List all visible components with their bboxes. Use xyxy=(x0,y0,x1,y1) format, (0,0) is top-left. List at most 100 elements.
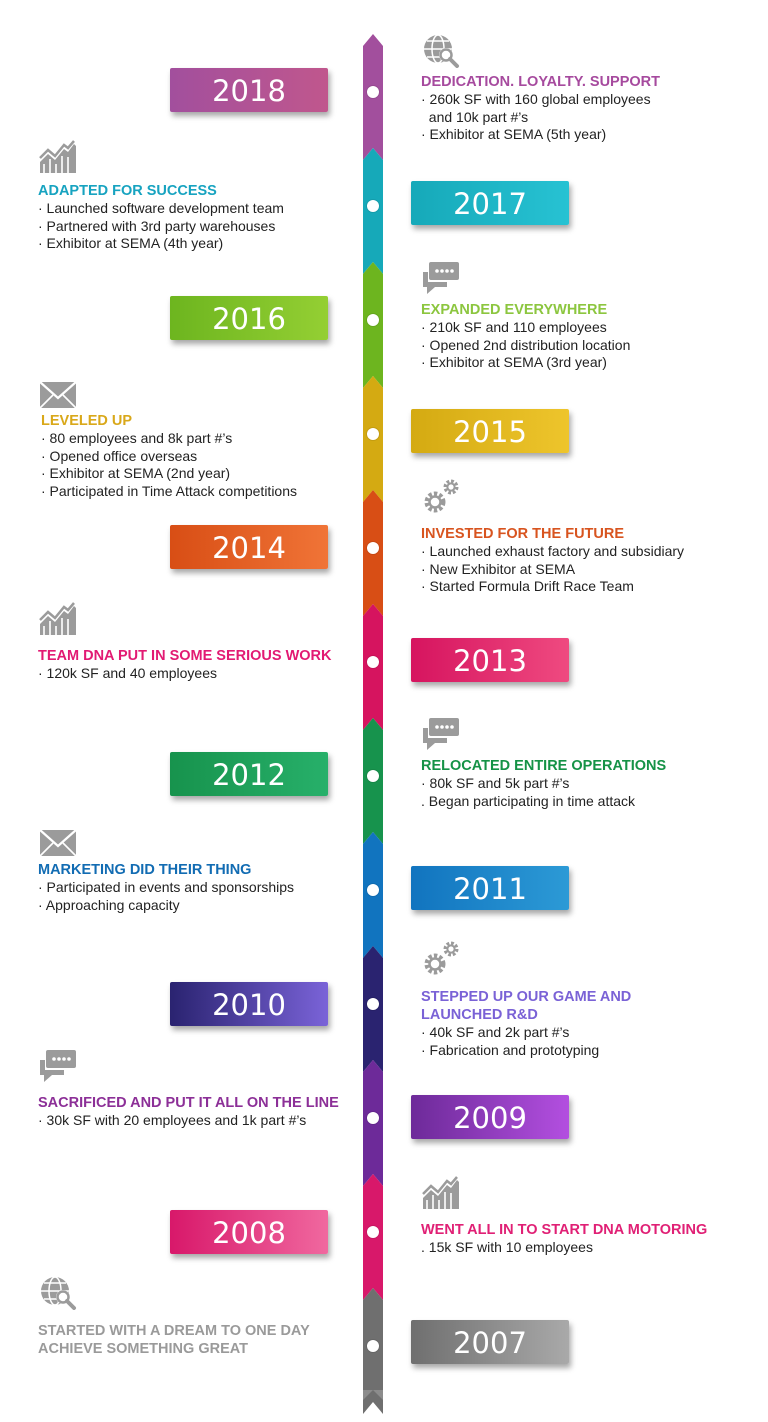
timeline-node-2007 xyxy=(367,1340,379,1352)
timeline-segment-shape xyxy=(363,832,383,958)
milestone-title: DEDICATION. LOYALTY. SUPPORT xyxy=(421,74,661,90)
year-badge-2007: 2007 xyxy=(411,1320,569,1364)
milestone-details: · 120k SF and 40 employees xyxy=(38,665,368,683)
milestone-detail-line: . Began participating in time attack xyxy=(421,792,636,809)
year-badge-2010: 2010 xyxy=(170,982,328,1026)
milestone-entry-2016: EXPANDED EVERYWHERE· 210k SF and 110 emp… xyxy=(421,301,751,372)
milestone-title: MARKETING DID THEIR THING xyxy=(38,862,252,878)
milestone-details: · 40k SF and 2k part #’s· Fabrication an… xyxy=(421,1024,751,1059)
milestone-detail-line: · Opened office overseas xyxy=(41,447,198,464)
year-badge-2014: 2014 xyxy=(170,525,328,569)
milestone-detail-line: · Launched exhaust factory and subsidiar… xyxy=(421,543,685,559)
chat-bubble-icon xyxy=(38,1048,78,1084)
timeline-tail xyxy=(363,1390,383,1422)
milestone-entry-2013: TEAM DNA PUT IN SOME SERIOUS WORK· 120k … xyxy=(38,647,368,683)
milestone-title: LEVELED UP xyxy=(41,413,133,429)
milestone-detail-line: · Partnered with 3rd party warehouses xyxy=(38,217,276,234)
timeline-node-2017 xyxy=(367,200,379,212)
timeline-tail-shape xyxy=(363,1390,383,1400)
milestone-details: . 15k SF with 10 employees xyxy=(421,1239,751,1257)
milestone-detail-line: · Fabrication and prototyping xyxy=(421,1041,600,1058)
timeline-node-2015 xyxy=(367,428,379,440)
year-badge-2016: 2016 xyxy=(170,296,328,340)
milestone-entry-2012: RELOCATED ENTIRE OPERATIONS· 80k SF and … xyxy=(421,757,751,810)
timeline-segment-shape xyxy=(363,718,383,844)
milestone-detail-line: · Participated in Time Attack competitio… xyxy=(41,482,297,499)
timeline-segment-shape xyxy=(363,490,383,616)
gears-icon xyxy=(421,940,461,976)
milestone-title: ADAPTED FOR SUCCESS xyxy=(38,183,217,199)
milestone-detail-line: . 15k SF with 10 employees xyxy=(421,1239,593,1255)
milestone-detail-line: · 40k SF and 2k part #’s xyxy=(421,1024,570,1040)
growth-chart-icon xyxy=(38,140,78,176)
year-badge-2013: 2013 xyxy=(411,638,569,682)
milestone-entry-2009: SACRIFICED AND PUT IT ALL ON THE LINE· 3… xyxy=(38,1094,368,1130)
milestone-detail-line: · 120k SF and 40 employees xyxy=(38,665,217,681)
envelope-icon xyxy=(38,826,78,862)
timeline-node-2013 xyxy=(367,656,379,668)
timeline-node-2018 xyxy=(367,86,379,98)
milestone-details: · 80 employees and 8k part #’s· Opened o… xyxy=(41,430,361,500)
chat-bubble-icon xyxy=(421,260,461,296)
milestone-details: · 260k SF with 160 global employees and … xyxy=(421,91,751,144)
milestone-title-line-2: ACHIEVE SOMETHING GREAT xyxy=(38,1341,248,1357)
milestone-detail-line: · Exhibitor at SEMA (3rd year) xyxy=(421,354,607,370)
milestone-details: · 80k SF and 5k part #’s. Began particip… xyxy=(421,775,751,810)
milestone-title-line-2: LAUNCHED R&D xyxy=(421,1007,538,1023)
milestone-details: · Launched exhaust factory and subsidiar… xyxy=(421,543,751,596)
year-badge-2015: 2015 xyxy=(411,409,569,453)
growth-chart-icon xyxy=(38,602,78,638)
milestone-entry-2014: INVESTED FOR THE FUTURE· Launched exhaus… xyxy=(421,525,751,596)
milestone-detail-line: · 80k SF and 5k part #’s xyxy=(421,775,570,791)
milestone-title: INVESTED FOR THE FUTURE xyxy=(421,526,625,542)
milestone-detail-line: · Exhibitor at SEMA (4th year) xyxy=(38,235,224,251)
timeline-node-2016 xyxy=(367,314,379,326)
milestone-detail-line: · 260k SF with 160 global employees xyxy=(421,91,651,107)
milestone-title: SACRIFICED AND PUT IT ALL ON THE LINE xyxy=(38,1095,339,1111)
year-badge-2012: 2012 xyxy=(170,752,328,796)
milestone-title: EXPANDED EVERYWHERE xyxy=(421,302,608,318)
timeline-segment-shape xyxy=(363,946,383,1072)
milestone-entry-2011: MARKETING DID THEIR THING· Participated … xyxy=(38,861,358,914)
year-badge-2018: 2018 xyxy=(170,68,328,112)
timeline-segment-shape xyxy=(363,262,383,388)
milestone-entry-2018: DEDICATION. LOYALTY. SUPPORT· 260k SF wi… xyxy=(421,73,751,144)
milestone-title: TEAM DNA PUT IN SOME SERIOUS WORK xyxy=(38,648,332,664)
milestone-details: · Participated in events and sponsorship… xyxy=(38,879,358,914)
milestone-detail-line: · Exhibitor at SEMA (5th year) xyxy=(421,126,607,142)
globe-search-icon xyxy=(38,1274,78,1310)
milestone-entry-2015: LEVELED UP· 80 employees and 8k part #’s… xyxy=(41,412,361,500)
milestone-title: STEPPED UP OUR GAME AND xyxy=(421,989,632,1005)
timeline-segment-shape xyxy=(363,1174,383,1300)
milestone-entry-2007: STARTED WITH A DREAM TO ONE DAY ACHIEVE S… xyxy=(38,1322,368,1358)
year-badge-2008: 2008 xyxy=(170,1210,328,1254)
timeline-node-2014 xyxy=(367,542,379,554)
milestone-details: · 30k SF with 20 employees and 1k part #… xyxy=(38,1112,368,1130)
milestone-title: STARTED WITH A DREAM TO ONE DAY xyxy=(38,1323,310,1339)
timeline-node-2008 xyxy=(367,1226,379,1238)
milestone-detail-line: · Participated in events and sponsorship… xyxy=(38,879,295,895)
milestone-detail-line: · Started Formula Drift Race Team xyxy=(421,578,634,594)
timeline-segment-shape xyxy=(363,34,383,160)
timeline-node-2010 xyxy=(367,998,379,1010)
milestone-detail-line: · Exhibitor at SEMA (2nd year) xyxy=(41,465,231,481)
milestone-details: · Launched software development team· Pa… xyxy=(38,200,358,253)
milestone-detail-line: · Approaching capacity xyxy=(38,896,180,913)
envelope-icon xyxy=(38,378,78,414)
timeline-segment-shape xyxy=(363,376,383,502)
milestone-entry-2010: STEPPED UP OUR GAME AND LAUNCHED R&D· 40k… xyxy=(421,988,751,1059)
milestone-detail-line: · Launched software development team xyxy=(38,200,284,216)
milestone-entry-2017: ADAPTED FOR SUCCESS· Launched software d… xyxy=(38,182,358,253)
globe-search-icon xyxy=(421,32,461,68)
milestone-detail-line: · New Exhibitor at SEMA xyxy=(421,560,576,577)
milestone-detail-line: · 210k SF and 110 employees xyxy=(421,319,607,335)
timeline-segment-shape xyxy=(363,148,383,274)
gears-icon xyxy=(421,478,461,514)
milestone-detail-line: · 80 employees and 8k part #’s xyxy=(41,430,233,446)
timeline-node-2009 xyxy=(367,1112,379,1124)
year-badge-2011: 2011 xyxy=(411,866,569,910)
timeline-node-2011 xyxy=(367,884,379,896)
year-badge-2009: 2009 xyxy=(411,1095,569,1139)
milestone-title: RELOCATED ENTIRE OPERATIONS xyxy=(421,758,667,774)
chat-bubble-icon xyxy=(421,716,461,752)
